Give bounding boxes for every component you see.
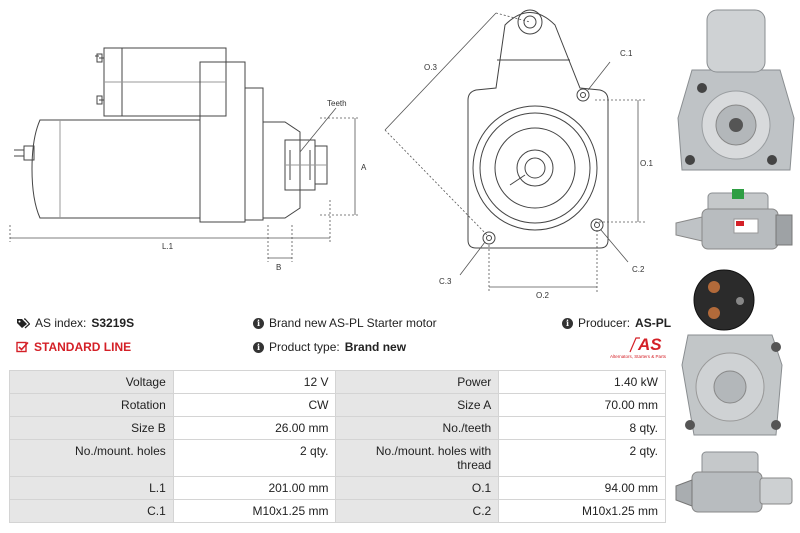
spec-value: 26.00 mm: [172, 416, 337, 440]
spec-value: 2 qty.: [498, 439, 666, 477]
spec-label: Size B: [9, 416, 174, 440]
label-c1: C.1: [620, 49, 633, 58]
product-type-value: Brand new: [344, 340, 407, 354]
spec-label: L.1: [9, 476, 174, 500]
standard-line-text: STANDARD LINE: [34, 340, 132, 354]
spec-label: No./mount. holes with thread: [335, 439, 500, 477]
producer: i Producer: AS-PL: [562, 316, 671, 330]
product-photo-front: [677, 9, 795, 171]
checkbox-checked-icon: [16, 341, 29, 353]
spec-label: C.1: [9, 499, 174, 523]
product-type: i Product type: Brand new: [253, 340, 406, 354]
label-o2: O.2: [536, 291, 549, 300]
spec-value: 94.00 mm: [498, 476, 666, 500]
product-photos: [672, 0, 800, 533]
product-photo-angle: [675, 451, 793, 513]
label-teeth: Teeth: [327, 99, 347, 108]
spec-label: Rotation: [9, 393, 174, 417]
front-view-drawing: [467, 9, 609, 249]
spec-value: 201.00 mm: [172, 476, 337, 500]
as-index-label: AS index:: [35, 316, 87, 330]
spec-value: M10x1.25 mm: [172, 499, 337, 523]
label-a: A: [361, 163, 367, 172]
side-view-dimensions: [9, 107, 360, 262]
label-o3-top: O.3: [424, 63, 437, 72]
spec-value: 8 qty.: [498, 416, 666, 440]
tags-icon: [17, 317, 30, 328]
side-view-drawing: [14, 47, 328, 223]
product-photo-side: [675, 189, 793, 250]
info-icon: i: [562, 317, 573, 329]
standard-line-badge: STANDARD LINE: [16, 340, 131, 354]
spec-value: 70.00 mm: [498, 393, 666, 417]
label-o1: O.1: [640, 159, 653, 168]
spec-value: M10x1.25 mm: [498, 499, 666, 523]
spec-label: Size A: [335, 393, 500, 417]
as-index-value: S3219S: [91, 316, 135, 330]
technical-drawings: Teeth A L.1 B: [0, 0, 670, 305]
product-photo-rear: [681, 269, 783, 436]
info-icon: i: [253, 317, 264, 329]
brand-info: i Brand new AS-PL Starter motor: [253, 316, 437, 330]
logo-mark-text: AS: [637, 335, 662, 354]
product-info: AS index: S3219S STANDARD LINE i Brand n…: [14, 312, 671, 368]
as-index: AS index: S3219S: [16, 316, 134, 330]
producer-label: Producer:: [578, 316, 631, 330]
spec-label: No./teeth: [335, 416, 500, 440]
spec-value: 2 qty.: [172, 439, 337, 477]
label-b: B: [276, 263, 281, 272]
spec-label: C.2: [335, 499, 500, 523]
spec-label: Voltage: [9, 370, 174, 394]
spec-label: No./mount. holes: [9, 439, 174, 477]
brand-text: Brand new AS-PL Starter motor: [269, 316, 437, 330]
producer-value: AS-PL: [635, 316, 672, 330]
label-c2: C.2: [632, 265, 645, 274]
label-c3: C.3: [439, 277, 452, 286]
as-logo-mark: AS: [629, 335, 662, 354]
spec-value: 12 V: [172, 370, 337, 394]
spec-label: O.1: [335, 476, 500, 500]
drawing-canvas: Teeth A L.1 B: [9, 9, 653, 300]
spec-label: Power: [335, 370, 500, 394]
spec-value: CW: [172, 393, 337, 417]
logo-tagline: Alternators, Starters & Parts: [609, 354, 666, 359]
label-l1: L.1: [162, 242, 174, 251]
as-pl-logo: AS Alternators, Starters & Parts: [596, 334, 666, 362]
spec-value: 1.40 kW: [498, 370, 666, 394]
product-type-label: Product type:: [269, 340, 340, 354]
info-icon: i: [253, 341, 264, 353]
front-view-dimensions: [384, 12, 645, 292]
